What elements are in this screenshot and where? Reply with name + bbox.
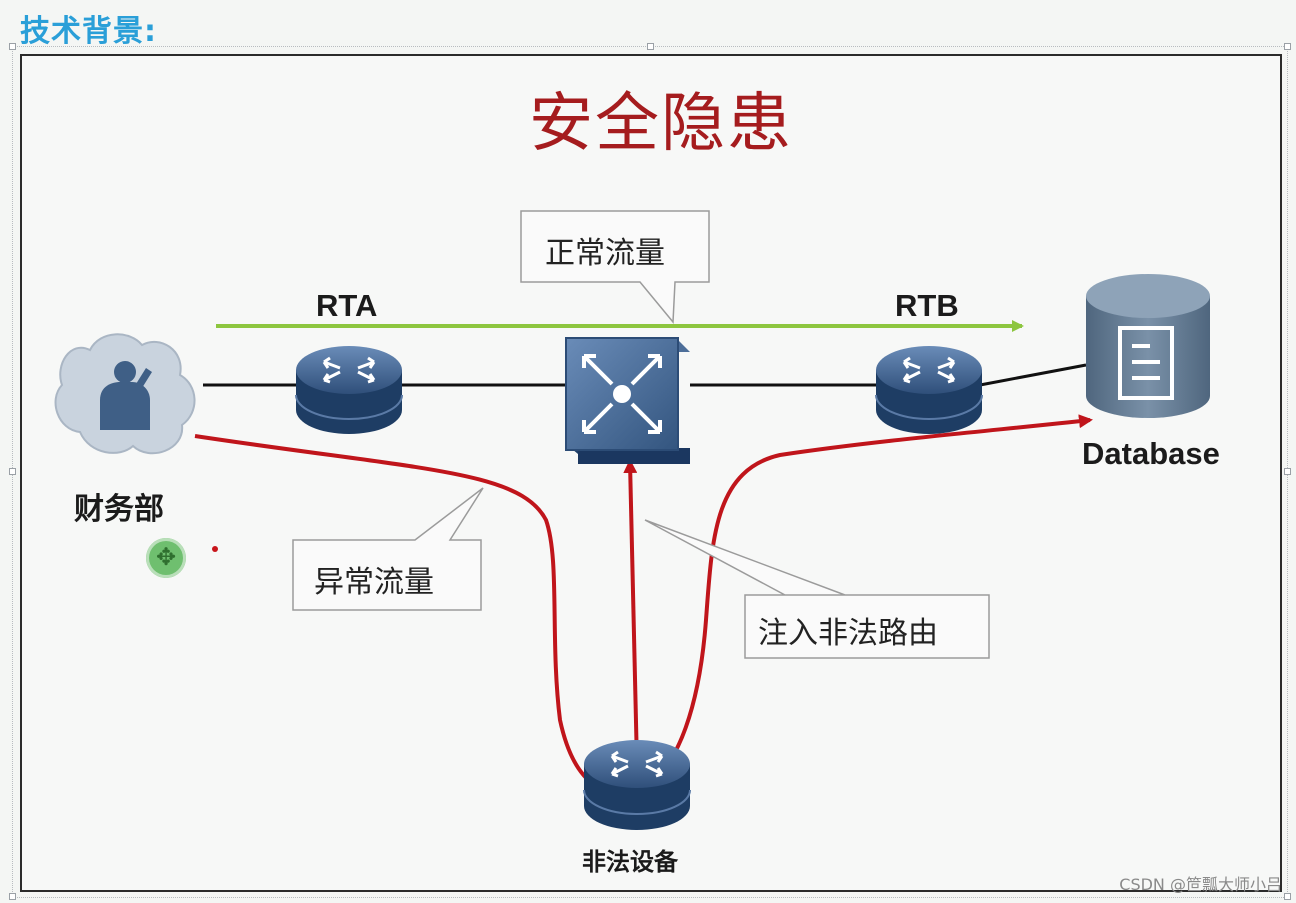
resize-handle-br[interactable]	[1284, 893, 1291, 900]
person-thinking-icon	[54, 333, 196, 455]
section-heading: 技术背景:	[20, 14, 157, 49]
illegal-device-label: 非法设备	[582, 848, 678, 876]
slide-title: 安全隐患	[529, 87, 793, 161]
database-icon	[1086, 274, 1210, 418]
callout-normal-traffic-text: 正常流量	[545, 236, 665, 271]
callout-abnormal-traffic-text: 异常流量	[314, 565, 434, 600]
resize-handle-bl[interactable]	[9, 893, 16, 900]
move-arrows-icon[interactable]: ✥	[146, 538, 186, 578]
laser-pointer-dot	[212, 546, 218, 552]
inject-route-arrow	[623, 459, 639, 766]
router-rta-icon	[295, 346, 403, 434]
database-label: Database	[1082, 436, 1220, 471]
callout-normal-traffic-box	[520, 210, 710, 324]
router-rtb-icon	[875, 346, 983, 434]
l3-switch-icon	[565, 337, 690, 464]
finance-dept-label: 财务部	[74, 492, 164, 527]
router-illegal-device-icon	[583, 740, 691, 830]
rtb-label: RTB	[895, 288, 959, 323]
callout-inject-route-box	[644, 519, 990, 659]
link-rtb-database	[979, 363, 1087, 387]
callout-inject-route-text: 注入非法路由	[758, 616, 938, 651]
resize-handle-tm[interactable]	[647, 43, 654, 50]
callout-abnormal-traffic-box	[292, 487, 484, 611]
watermark: CSDN @笸瓢大师小吕	[1119, 875, 1282, 894]
resize-handle-tl[interactable]	[9, 43, 16, 50]
resize-handle-tr[interactable]	[1284, 43, 1291, 50]
rta-label: RTA	[316, 288, 378, 323]
resize-handle-mr[interactable]	[1284, 468, 1291, 475]
resize-handle-ml[interactable]	[9, 468, 16, 475]
